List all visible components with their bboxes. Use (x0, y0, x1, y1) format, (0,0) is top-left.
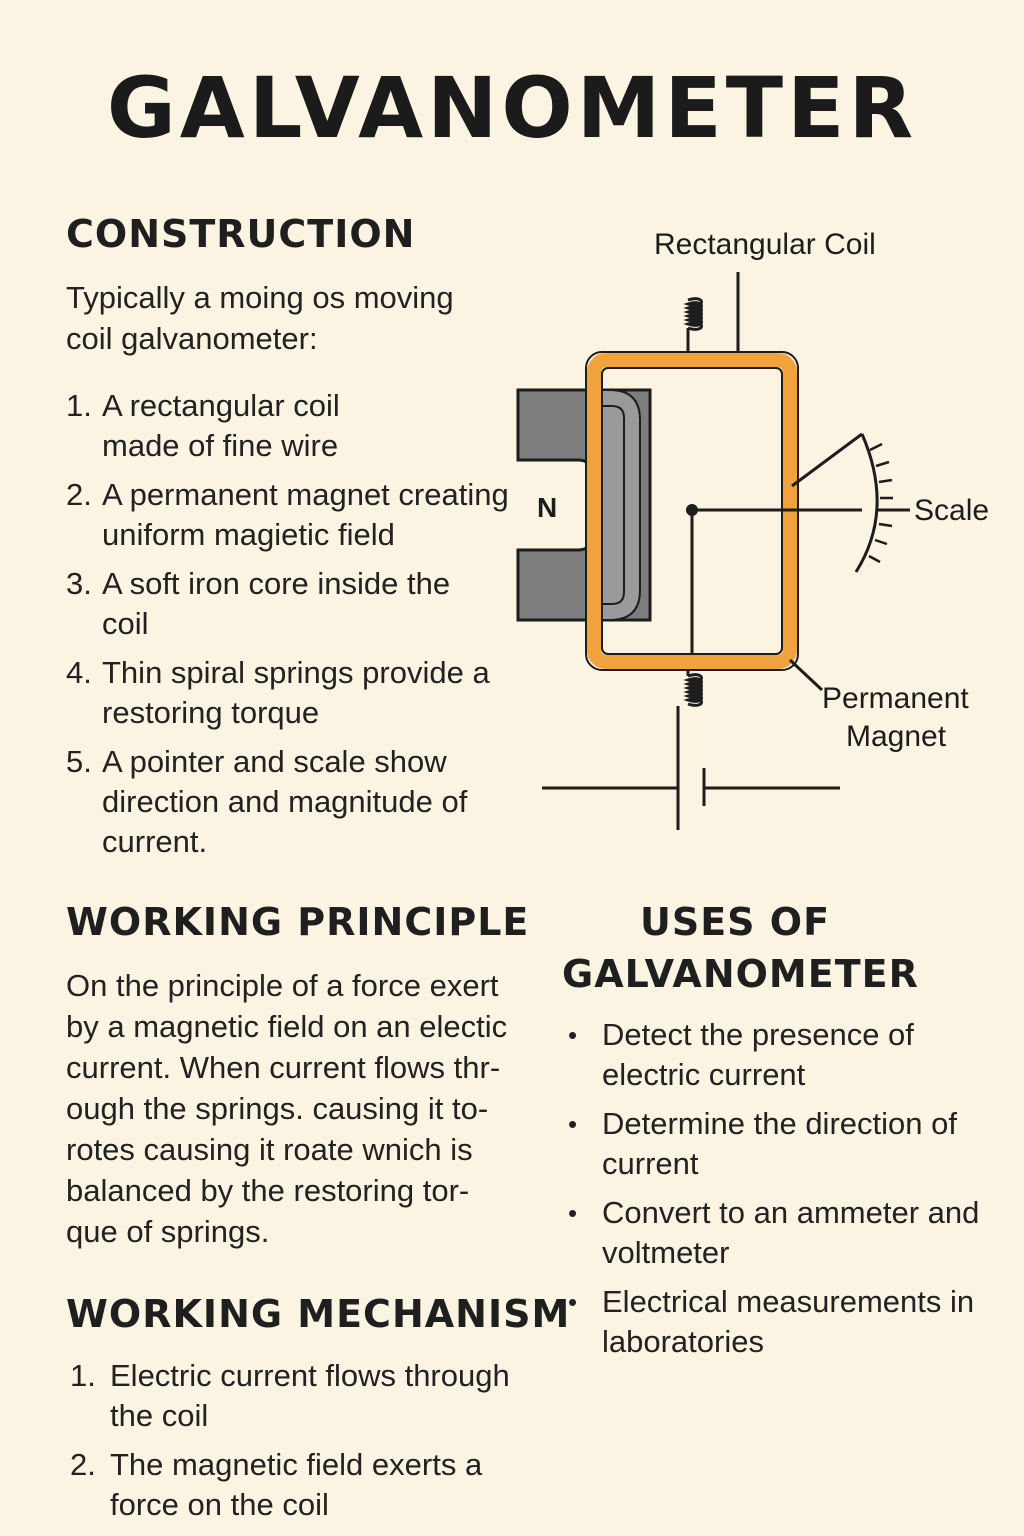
working-mechanism-heading: WORKING MECHANISM (66, 1292, 571, 1336)
list-item: • Determine the direction of current (566, 1104, 986, 1184)
bullet-icon: • (568, 1287, 578, 1317)
text-line: rotes causing it roate wnich is (66, 1132, 473, 1167)
page-title: GALVANOMETER (106, 59, 918, 157)
list-item: 1. Electric current flows through the coi… (70, 1356, 550, 1436)
text-line: balanced by the restoring tor- (66, 1173, 470, 1208)
list-text: Electrical measurements in laboratories (602, 1284, 975, 1359)
list-text: The magnetic field exerts a force on the… (110, 1447, 483, 1522)
bottom-spring-icon (683, 673, 703, 707)
pointer (791, 432, 863, 488)
list-text: A soft iron core inside the coil (102, 566, 451, 641)
uses-list: • Detect the presence of electric current… (566, 1015, 986, 1371)
construction-list: 1. A rectangular coil made of fine wire 2… (66, 386, 546, 871)
list-item: • Electrical measurements in laboratories (566, 1282, 986, 1362)
uses-heading-line1: USES OF (640, 900, 831, 944)
list-text: A permanent magnet creating uniform magi… (102, 477, 509, 552)
list-number: 3. (66, 566, 92, 601)
list-text: Detect the presence of electric current (602, 1017, 914, 1092)
list-number: 1. (66, 388, 92, 423)
bullet-icon: • (568, 1198, 578, 1228)
text-line: que of springs. (66, 1214, 270, 1249)
list-text: Electric current flows through the coil (110, 1358, 510, 1433)
working-mechanism-list: 1. Electric current flows through the coi… (70, 1356, 550, 1534)
working-principle-heading: WORKING PRINCIPLE (66, 900, 530, 944)
list-item: • Detect the presence of electric current (566, 1015, 986, 1095)
working-principle-text: On the principle of a force exert by a m… (66, 965, 546, 1252)
list-text: A rectangular coil made of fine wire (102, 388, 340, 463)
list-item: 2. The magnetic field exerts a force on t… (70, 1445, 550, 1525)
list-text: A pointer and scale show direction and m… (102, 744, 468, 859)
magnet-pole-label: N (537, 492, 557, 523)
list-text: Thin spiral springs provide a restoring … (102, 655, 490, 730)
list-item: 2. A permanent magnet creating uniform ma… (66, 475, 582, 555)
list-number: 4. (66, 655, 92, 690)
uses-heading-line2: GALVANOMETER (562, 952, 919, 996)
list-number: 1. (70, 1358, 96, 1393)
permanent-magnet-label-line2: Magnet (846, 720, 947, 753)
list-item: 1. A rectangular coil made of fine wire (66, 386, 402, 466)
soft-iron-core (599, 389, 641, 621)
text-line: by a magnetic field on an electic (66, 1009, 508, 1044)
rectangular-coil-label: Rectangular Coil (654, 228, 876, 261)
construction-heading: CONSTRUCTION (66, 212, 416, 256)
bullet-icon: • (568, 1109, 578, 1139)
text-line: ough the springs. causing it to- (66, 1091, 489, 1126)
permanent-magnet-label-line1: Permanent (822, 682, 969, 715)
scale-label: Scale (914, 494, 989, 527)
list-number: 5. (66, 744, 92, 779)
list-item: • Convert to an ammeter and voltmeter (566, 1193, 986, 1273)
list-number: 2. (70, 1447, 96, 1482)
list-number: 2. (66, 477, 92, 512)
list-item: 3. A soft iron core inside the coil (66, 564, 462, 644)
galvanometer-diagram: N Scale (516, 272, 989, 830)
list-item: 4. Thin spiral springs provide a restorin… (66, 653, 532, 733)
list-text: Determine the direction of current (602, 1106, 957, 1181)
list-text: Convert to an ammeter and voltmeter (602, 1195, 980, 1270)
text-line: current. When current flows thr- (66, 1050, 501, 1085)
scale-ticks (868, 442, 893, 564)
list-item: 5. A pointer and scale show direction and… (66, 742, 512, 862)
construction-intro: Typically a moing os moving coil galvano… (66, 280, 454, 356)
text-line: On the principle of a force exert (66, 968, 499, 1003)
bullet-icon: • (568, 1020, 578, 1050)
scale-arc (854, 433, 879, 573)
top-spring-icon (683, 297, 703, 331)
